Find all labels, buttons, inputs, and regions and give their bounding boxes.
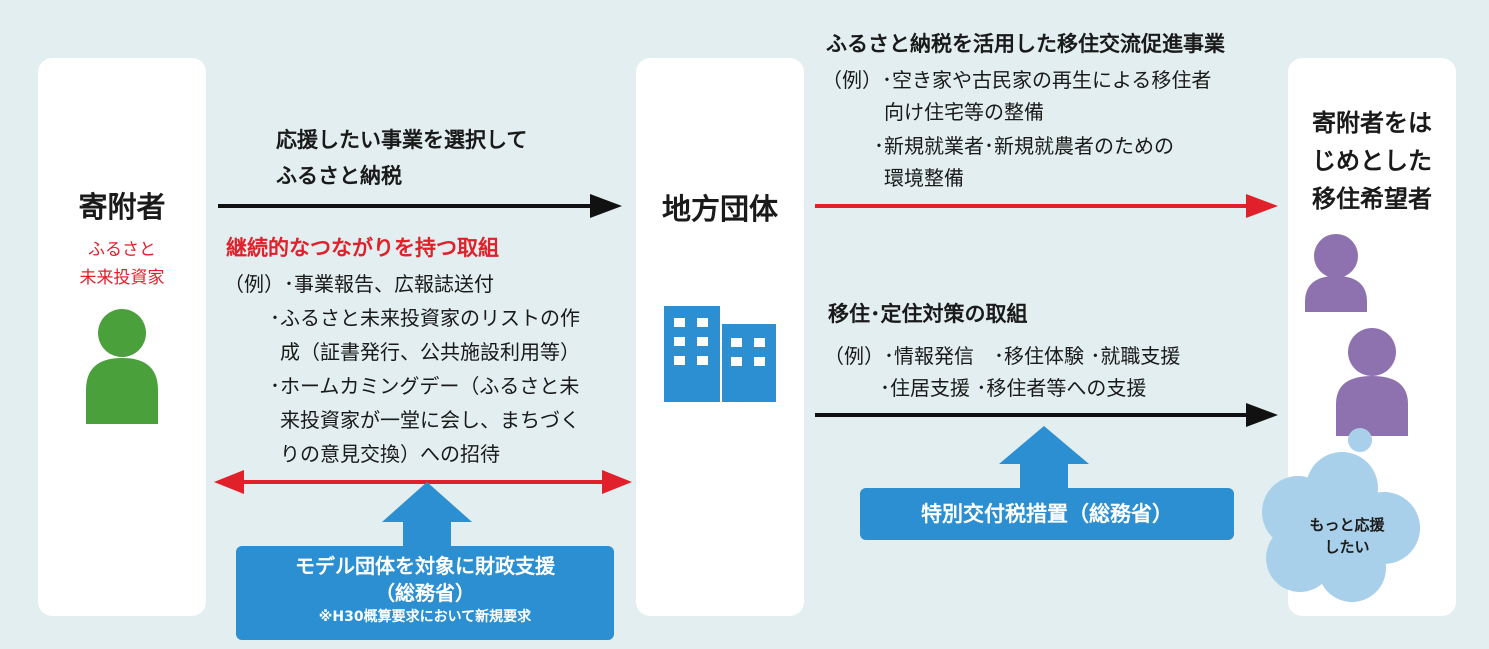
- settlement-heading: 移住･定住対策の取組: [828, 302, 1028, 326]
- migrant-person-icon-1: [1305, 234, 1367, 312]
- special-tax-label: 特別交付税措置（総務省）: [921, 502, 1173, 526]
- cloud-text: もっと応援 したい: [1282, 514, 1412, 558]
- building-icon: [664, 306, 776, 402]
- donation-label-line: 応援したい事業を選択して: [276, 128, 528, 152]
- special-tax-up-arrow: [999, 426, 1089, 492]
- migrant-title-line: 移住希望者: [1312, 185, 1432, 213]
- financial-support-box: モデル団体を対象に財政支援 （総務省） ※H30概算要求において新規要求: [236, 546, 614, 640]
- migration-project-heading: ふるさと納税を活用した移住交流促進事業: [826, 32, 1225, 56]
- settlement-line: ･住居支援 ･移住者等への支援: [880, 376, 1147, 400]
- continuing-heading: 継続的なつながりを持つ取組: [226, 236, 499, 260]
- continuing-example-line: 来投資家が一堂に会し、まちづく: [280, 408, 580, 432]
- thought-cloud-icon: [1262, 428, 1420, 602]
- financial-support-line: モデル団体を対象に財政支援: [295, 554, 555, 578]
- financial-support-up-arrow: [382, 482, 472, 550]
- migration-project-line: （例）･空き家や古民家の再生による移住者: [822, 68, 1212, 92]
- continuing-example-line: （例）･事業報告、広報誌送付: [224, 272, 494, 296]
- migrant-person-icon-2: [1336, 328, 1408, 436]
- donation-label: 応援したい事業を選択して ふるさと納税: [276, 122, 527, 194]
- continuing-example-line: ･ホームカミングデー（ふるさと未: [270, 374, 580, 398]
- local-government-title: 地方団体: [661, 192, 778, 226]
- migration-project-line: 環境整備: [884, 166, 964, 190]
- special-tax-box: 特別交付税措置（総務省）: [860, 488, 1234, 540]
- settlement-line: （例）･情報発信 ･移住体験 ･就職支援: [824, 344, 1181, 368]
- donor-subtitle-line: ふるさと: [88, 240, 156, 260]
- donation-label-line: ふるさと納税: [276, 164, 402, 188]
- migration-project-line: ･新規就業者･新規就農者のための: [874, 134, 1174, 158]
- donor-person-icon: [86, 309, 158, 424]
- continuing-example-line: ･ふるさと未来投資家のリストの作: [270, 306, 580, 330]
- continuing-example-line: 成（証書発行、公共施設利用等）: [280, 340, 580, 364]
- migrant-title-line: じめとした: [1312, 147, 1432, 175]
- cloud-text-line: したい: [1324, 538, 1370, 556]
- financial-support-note: ※H30概算要求において新規要求: [318, 609, 532, 625]
- migrant-title: 寄附者をは じめとした 移住希望者: [1288, 104, 1456, 218]
- continuing-example-line: りの意見交換）への招待: [280, 442, 500, 466]
- migration-project-line: 向け住宅等の整備: [884, 100, 1044, 124]
- migrant-title-line: 寄附者をは: [1312, 109, 1432, 137]
- donor-subtitle-line: 未来投資家: [79, 268, 165, 288]
- donor-title: 寄附者: [78, 190, 166, 224]
- donation-arrow: [218, 194, 622, 218]
- migration-project-arrow: [815, 194, 1278, 218]
- cloud-text-line: もっと応援: [1309, 516, 1385, 534]
- settlement-measures-arrow: [815, 403, 1278, 427]
- continuing-relationship-arrow: [214, 470, 632, 494]
- donor-subtitle: ふるさと 未来投資家: [38, 236, 206, 292]
- financial-support-line: （総務省）: [375, 581, 475, 605]
